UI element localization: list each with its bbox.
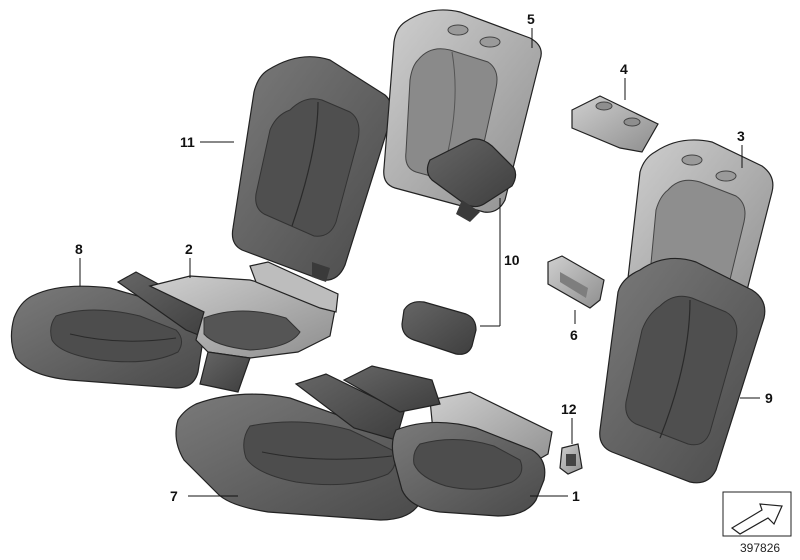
part-backrest-frame-center: [383, 9, 542, 222]
part-bracket: [547, 255, 605, 309]
part-seat-cushion-right: [342, 365, 553, 517]
reference-box: 397826: [722, 491, 792, 555]
callout-4: 4: [620, 61, 628, 77]
part-armrest-cushion: [401, 301, 477, 355]
reference-number: 397826: [740, 541, 780, 555]
callout-12: 12: [561, 401, 577, 417]
callout-7: 7: [170, 488, 178, 504]
callout-10: 10: [504, 252, 520, 268]
callout-3: 3: [737, 128, 745, 144]
callout-1: 1: [572, 488, 580, 504]
part-guide-plate: [571, 95, 659, 153]
part-backrest-left: [231, 56, 393, 282]
callout-6: 6: [570, 327, 578, 343]
callouts: 11 5 4 3 2 8 10 6 9 12 7 1: [75, 11, 773, 504]
part-seat-cushion-center: [175, 373, 427, 521]
callout-5: 5: [527, 11, 535, 27]
part-backrest-right: [599, 257, 766, 484]
part-seat-frame-left: [148, 261, 339, 393]
callout-2: 2: [185, 241, 193, 257]
part-clip: [559, 443, 583, 475]
callout-9: 9: [765, 390, 773, 406]
part-seat-cushion-left: [10, 271, 215, 389]
leader-lines: [79, 28, 760, 497]
callout-8: 8: [75, 241, 83, 257]
callout-11: 11: [180, 134, 195, 150]
